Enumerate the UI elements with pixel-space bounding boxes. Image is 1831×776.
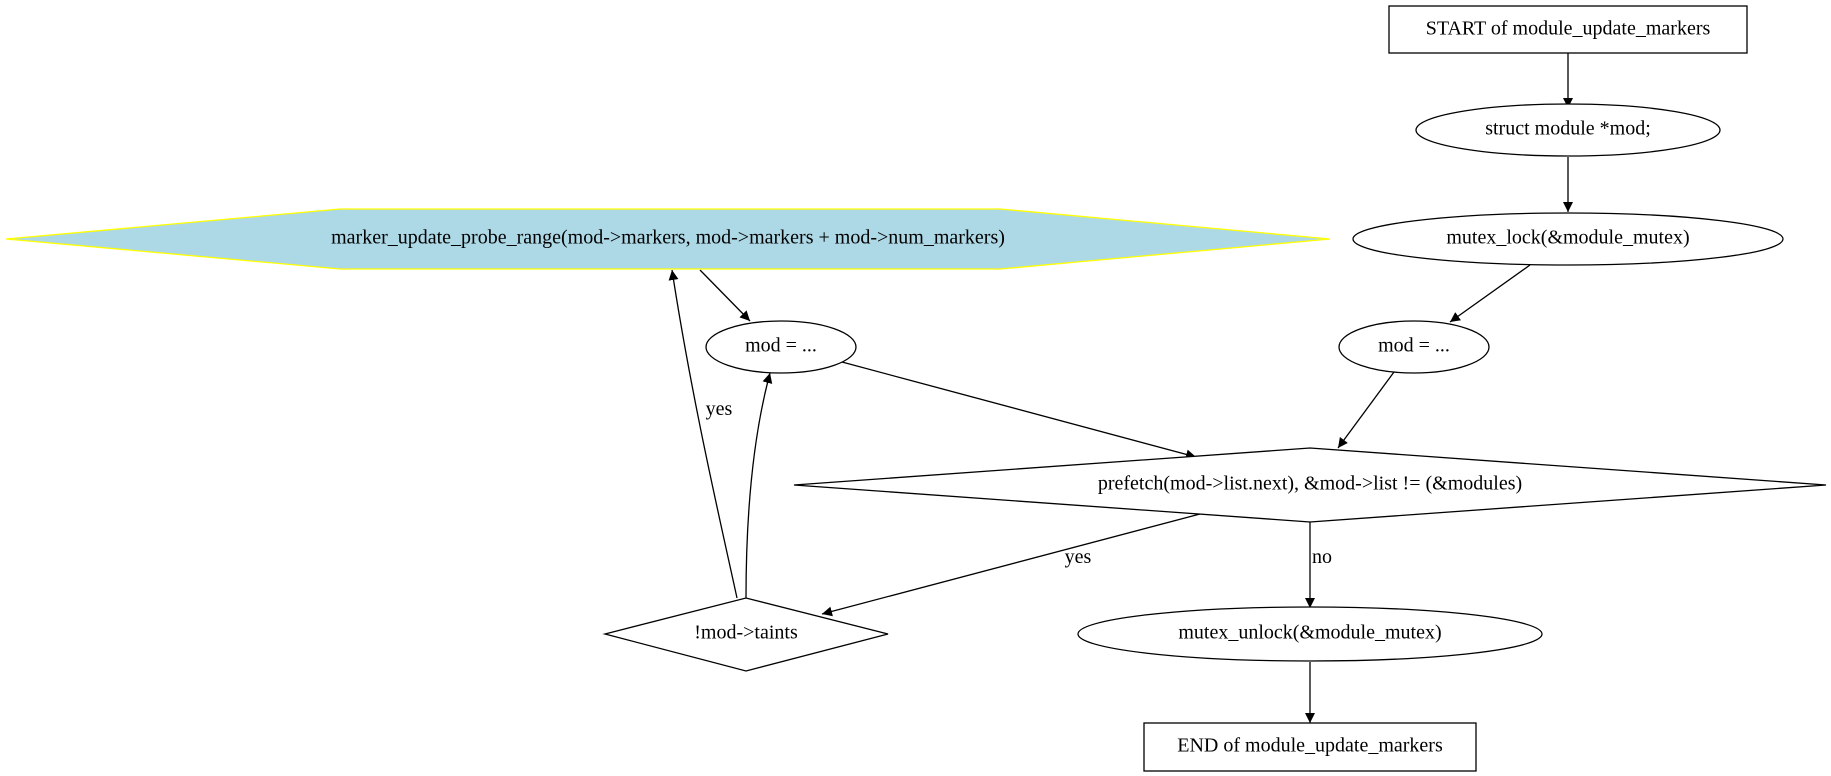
edge-modinit-cond	[1337, 371, 1395, 449]
edge-cond-taints	[821, 513, 1201, 617]
edge-probe-modnext	[699, 269, 751, 322]
edge-taints-probe	[668, 269, 738, 599]
node-cond: prefetch(mod->list.next), &mod->list != …	[793, 447, 1827, 523]
svg-text:mutex_unlock(&module_mutex): mutex_unlock(&module_mutex)	[1178, 622, 1441, 644]
node-mod-next: mod = ...	[705, 320, 857, 374]
svg-text:!mod->taints: !mod->taints	[694, 622, 798, 644]
node-taints: !mod->taints	[602, 597, 889, 672]
edge-lock-modinit	[1449, 264, 1531, 323]
edge-taints-modnext	[745, 372, 773, 599]
label-taints-probe: yes	[706, 398, 733, 420]
node-lock: mutex_lock(&module_mutex)	[1352, 212, 1784, 266]
node-start: START of module_update_markers	[1388, 5, 1748, 54]
edge-labels: yes no yes	[706, 398, 1332, 568]
node-end: END of module_update_markers	[1143, 722, 1477, 772]
svg-text:marker_update_probe_range(mod-: marker_update_probe_range(mod->markers, …	[331, 227, 1005, 249]
svg-text:END of module_update_markers: END of module_update_markers	[1177, 735, 1443, 757]
label-cond-taints: yes	[1065, 546, 1092, 568]
probe-hexagon	[5, 208, 1331, 270]
svg-text:mod = ...: mod = ...	[745, 335, 817, 357]
svg-text:START of module_update_markers: START of module_update_markers	[1426, 18, 1711, 40]
node-unlock: mutex_unlock(&module_mutex)	[1077, 606, 1543, 662]
svg-text:mod = ...: mod = ...	[1378, 335, 1450, 357]
label-cond-unlock: no	[1312, 546, 1332, 568]
node-probe: marker_update_probe_range(mod->markers, …	[5, 208, 1331, 270]
node-mod-init: mod = ...	[1338, 320, 1490, 374]
node-decl: struct module *mod;	[1415, 103, 1721, 157]
svg-text:mutex_lock(&module_mutex): mutex_lock(&module_mutex)	[1446, 227, 1689, 249]
svg-text:prefetch(mod->list.next), &mod: prefetch(mod->list.next), &mod->list != …	[1098, 473, 1522, 495]
svg-text:struct module *mod;: struct module *mod;	[1485, 118, 1651, 140]
edges	[668, 53, 1573, 723]
edge-modnext-cond	[841, 361, 1197, 460]
